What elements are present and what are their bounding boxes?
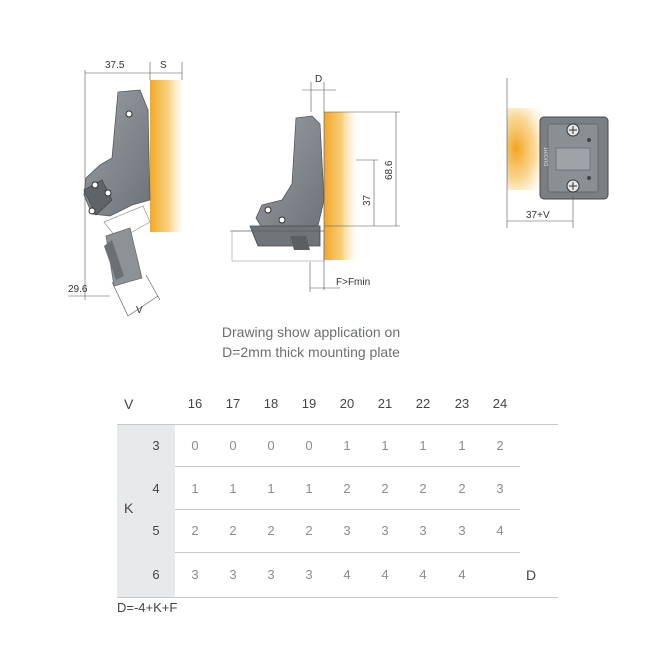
d-label: D bbox=[526, 567, 537, 583]
dim-f: F>Fmin bbox=[336, 277, 370, 288]
table-cell: 2 bbox=[229, 523, 237, 538]
table-top-rule bbox=[117, 424, 558, 425]
dim-s: S bbox=[160, 60, 167, 71]
table-cell: 2 bbox=[381, 481, 389, 496]
table-cell: 2 bbox=[267, 523, 275, 538]
table-bottom-rule bbox=[117, 597, 558, 598]
table-cell: 3 bbox=[191, 567, 199, 582]
table-cell: 0 bbox=[267, 438, 275, 453]
table-cell: 4 bbox=[419, 567, 427, 582]
table-cell: 3 bbox=[496, 481, 504, 496]
dim-29-6: 29.6 bbox=[68, 284, 88, 295]
left-screw-3 bbox=[104, 189, 112, 197]
table-cell: 0 bbox=[191, 438, 199, 453]
left-screw-2 bbox=[91, 181, 99, 189]
v-header: 16 bbox=[187, 396, 203, 411]
k-row-header: 4 bbox=[152, 481, 160, 496]
table-cell: 2 bbox=[458, 481, 466, 496]
dim-37-plus-v: 37+V bbox=[526, 210, 550, 221]
table-cell: 1 bbox=[381, 438, 389, 453]
table-cell: 3 bbox=[381, 523, 389, 538]
k-row-header: 6 bbox=[152, 567, 160, 582]
table-cell: 4 bbox=[343, 567, 351, 582]
right-mounting-plate-drawing: DUO/HT 37+V bbox=[506, 78, 609, 228]
v-header: 18 bbox=[263, 396, 279, 411]
drawing-caption: Drawing show application on D=2mm thick … bbox=[0, 322, 622, 362]
left-screw-4 bbox=[88, 207, 96, 215]
left-screw-1 bbox=[125, 110, 133, 118]
table-rule-1 bbox=[175, 466, 520, 467]
table-cell: 3 bbox=[267, 567, 275, 582]
v-header: 24 bbox=[492, 396, 508, 411]
dim-68-6: 68.6 bbox=[384, 160, 395, 180]
middle-hinge-base bbox=[249, 225, 321, 247]
table-cell: 3 bbox=[419, 523, 427, 538]
table-cell: 1 bbox=[458, 438, 466, 453]
table-cell: 3 bbox=[305, 567, 313, 582]
table-cell: 3 bbox=[229, 567, 237, 582]
k-row-header: 3 bbox=[152, 438, 160, 453]
table-cell: 2 bbox=[305, 523, 313, 538]
left-side-panel bbox=[150, 80, 182, 232]
table-cell: 1 bbox=[229, 481, 237, 496]
table-cell: 2 bbox=[419, 481, 427, 496]
k-column-band bbox=[117, 424, 175, 597]
formula: D=-4+K+F bbox=[117, 600, 178, 615]
left-hinge-drawing: 37.5 S 29.6 V bbox=[68, 60, 183, 317]
table-cell: 2 bbox=[343, 481, 351, 496]
v-header: 23 bbox=[454, 396, 470, 411]
v-header: 21 bbox=[377, 396, 393, 411]
table-cell: 2 bbox=[496, 438, 504, 453]
v-header: 22 bbox=[415, 396, 431, 411]
hinge-drawings: 37.5 S 29.6 V D 68.6 37 F>Fmin bbox=[68, 60, 609, 317]
dim-v: V bbox=[136, 305, 143, 316]
dim-d: D bbox=[315, 74, 322, 85]
table-cell: 1 bbox=[419, 438, 427, 453]
table-cell: 1 bbox=[267, 481, 275, 496]
middle-screw-1 bbox=[264, 206, 272, 214]
table-cell: 4 bbox=[381, 567, 389, 582]
k-row-header: 5 bbox=[152, 523, 160, 538]
table-rule-3 bbox=[175, 552, 520, 553]
dim-37: 37 bbox=[362, 194, 373, 206]
caption-line-1: Drawing show application on bbox=[221, 324, 401, 340]
table-cell: 1 bbox=[305, 481, 313, 496]
v-header: 19 bbox=[301, 396, 317, 411]
middle-screw-2 bbox=[278, 216, 286, 224]
middle-side-panel bbox=[324, 112, 356, 260]
k-axis-label: K bbox=[124, 500, 134, 516]
table-cell: 0 bbox=[229, 438, 237, 453]
table-cell: 0 bbox=[305, 438, 313, 453]
table-cell: 3 bbox=[458, 523, 466, 538]
v-axis-label: V bbox=[124, 396, 134, 412]
table-cell: 2 bbox=[191, 523, 199, 538]
plate-marking: DUO/HT bbox=[544, 147, 550, 166]
table-cell: 3 bbox=[343, 523, 351, 538]
table-cell: 4 bbox=[458, 567, 466, 582]
dim-37-5: 37.5 bbox=[105, 60, 125, 71]
table-rule-2 bbox=[175, 509, 520, 510]
table-cell: 1 bbox=[343, 438, 351, 453]
v-header: 20 bbox=[339, 396, 355, 411]
caption-line-2: D=2mm thick mounting plate bbox=[222, 344, 400, 360]
table-cell: 1 bbox=[191, 481, 199, 496]
middle-hinge-drawing: D 68.6 37 F>Fmin bbox=[230, 74, 400, 292]
table-cell: 4 bbox=[496, 523, 504, 538]
v-header: 17 bbox=[225, 396, 241, 411]
